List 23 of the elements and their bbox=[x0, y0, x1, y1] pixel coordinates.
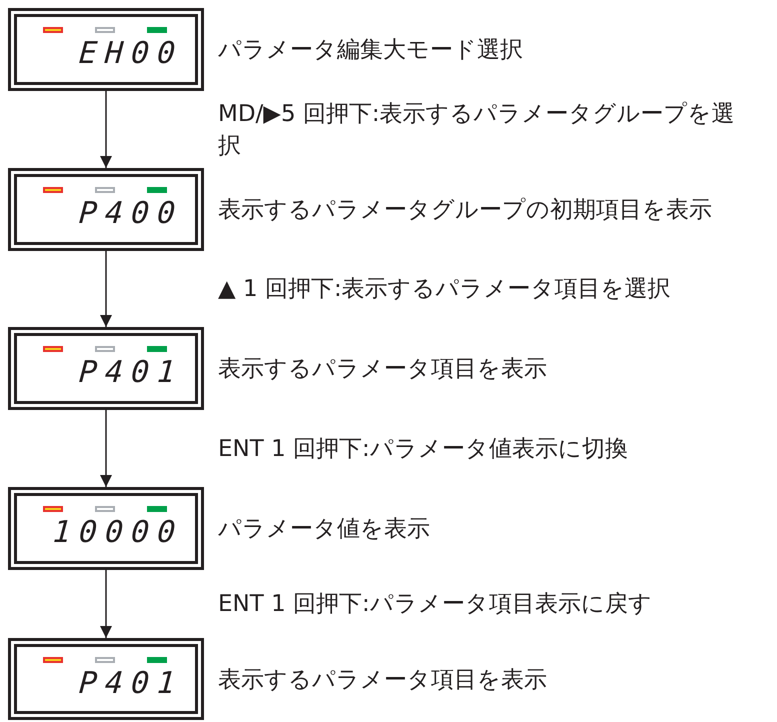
segment-display-readout: P401 bbox=[78, 667, 184, 701]
step-description: パラメータ値を表示 bbox=[218, 515, 431, 544]
segment-display-readout: EH00 bbox=[78, 37, 184, 71]
display-panel bbox=[8, 168, 204, 251]
edge-label: ENT 1 回押下:パラメータ値表示に切換 bbox=[218, 434, 629, 464]
edge-label: ▲ 1 回押下:表示するパラメータ項目を選択 bbox=[218, 275, 672, 304]
arrow bbox=[100, 251, 112, 327]
display-panel bbox=[8, 327, 204, 410]
arrow bbox=[100, 91, 112, 168]
segment-display-readout: P400 bbox=[78, 197, 184, 231]
step-description: 表示するパラメータグループの初期項目を表示 bbox=[218, 196, 713, 225]
step-description: パラメータ編集大モード選択 bbox=[218, 36, 524, 65]
segment-display-readout: P401 bbox=[78, 356, 184, 390]
edge-label: MD/▶5 回押下:表示するパラメータグループを選択 bbox=[218, 100, 736, 160]
arrow bbox=[100, 410, 112, 487]
display-panel bbox=[8, 487, 204, 570]
display-panel bbox=[8, 8, 204, 91]
step-description: 表示するパラメータ項目を表示 bbox=[218, 355, 548, 384]
step-description: 表示するパラメータ項目を表示 bbox=[218, 666, 548, 695]
display-panel bbox=[8, 638, 204, 720]
edge-label: ENT 1 回押下:パラメータ項目表示に戻す bbox=[218, 590, 653, 619]
segment-display-readout: 10000 bbox=[52, 516, 184, 550]
arrow bbox=[100, 570, 112, 638]
